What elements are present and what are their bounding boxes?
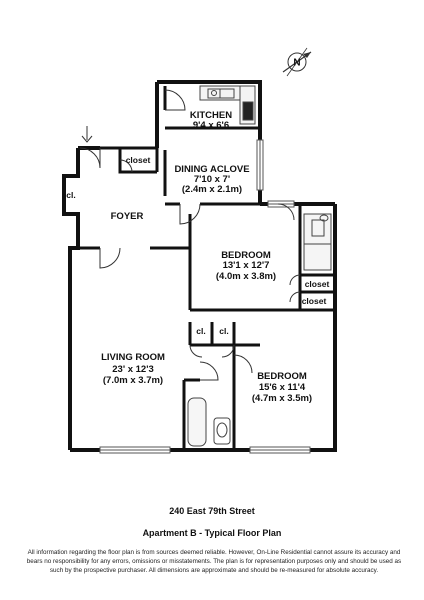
- entry-closet-label: cl.: [66, 190, 75, 200]
- living-room-metric: (7.0m x 3.7m): [103, 375, 163, 386]
- dining-alcove-name: DINING ACLOVE: [174, 164, 249, 175]
- fixtures: [187, 85, 332, 447]
- bedroom2-metric: (4.7m x 3.5m): [252, 393, 312, 404]
- living-room-dims: 23' x 12'3: [112, 364, 154, 375]
- kitchen-name: KITCHEN: [190, 110, 232, 121]
- foyer-closet-label: closet: [126, 155, 151, 165]
- hall-closet-right-label: cl.: [219, 326, 228, 336]
- interior-walls: [78, 86, 335, 450]
- compass-letter: N: [293, 58, 300, 69]
- floor-plan: N closet cl. closet closet cl. cl. KITCH…: [62, 47, 337, 454]
- disclaimer: All information regarding the floor plan…: [26, 549, 402, 574]
- bedroom1-dims: 13'1 x 12'7: [223, 260, 270, 271]
- room-labels: KITCHEN 9'4 x 6'6 DINING ACLOVE 7'10 x 7…: [101, 110, 312, 404]
- compass-north-icon: N: [282, 47, 312, 77]
- plan-title: Apartment B - Typical Floor Plan: [142, 528, 282, 538]
- dining-alcove-metric: (2.4m x 2.1m): [182, 184, 242, 195]
- bedroom1-name: BEDROOM: [221, 250, 271, 261]
- hall-closet-left-label: cl.: [196, 326, 205, 336]
- foyer-name: FOYER: [111, 211, 144, 222]
- living-room-name: LIVING ROOM: [101, 352, 165, 363]
- bedroom2-name: BEDROOM: [257, 371, 307, 382]
- doors: [79, 89, 301, 381]
- kitchen-dims: 9'4 x 6'6: [193, 120, 229, 131]
- dining-alcove-dims: 7'10 x 7': [194, 174, 230, 185]
- entry-arrow-icon: [81, 126, 93, 143]
- bedroom2-dims: 15'6 x 11'4: [259, 382, 306, 393]
- address: 240 East 79th Street: [169, 506, 255, 516]
- closet-labels: closet cl. closet closet cl. cl.: [66, 155, 329, 336]
- bath-closet-lower-label: closet: [302, 296, 327, 306]
- bedroom1-metric: (4.0m x 3.8m): [216, 271, 276, 282]
- bath-closet-upper-label: closet: [305, 279, 330, 289]
